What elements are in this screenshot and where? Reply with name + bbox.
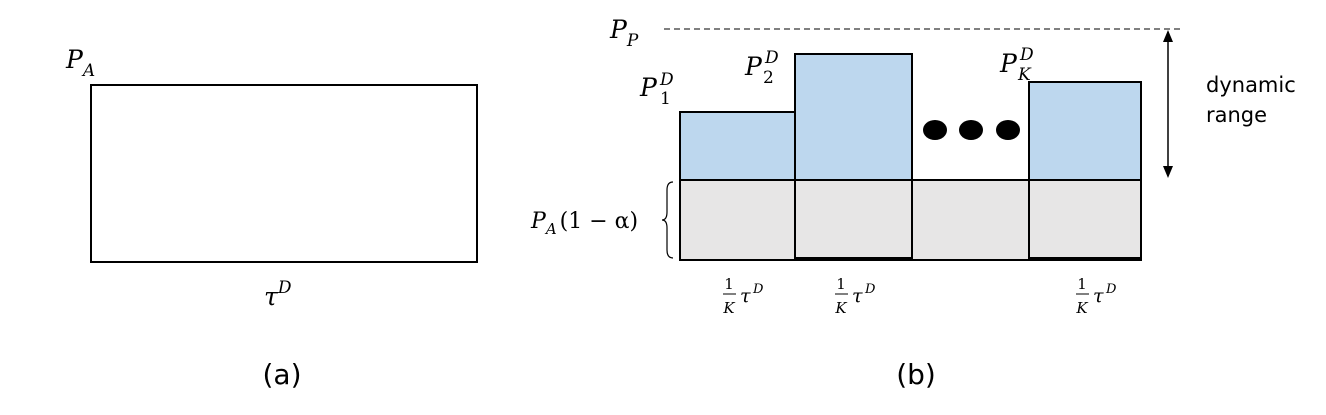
block-label-1: P D 1 bbox=[639, 70, 674, 109]
svg-text:P: P bbox=[744, 52, 763, 81]
dynamic-range-label-line2: range bbox=[1206, 103, 1267, 127]
panel-b-caption: (b) bbox=[896, 358, 936, 391]
dynamic-block-1 bbox=[679, 111, 796, 181]
svg-text:D: D bbox=[764, 48, 779, 68]
ellipsis-dot bbox=[923, 120, 947, 140]
panel-b: PP P D 1 P D 2 P D K bbox=[530, 15, 1296, 391]
interval-label-k: 1 K τ D bbox=[1075, 275, 1117, 317]
svg-text:K: K bbox=[834, 299, 847, 317]
dynamic-block-2 bbox=[794, 53, 913, 181]
svg-text:1: 1 bbox=[724, 275, 734, 293]
baseline-brace bbox=[661, 181, 674, 259]
svg-text:P: P bbox=[639, 73, 658, 102]
svg-text:τ: τ bbox=[852, 285, 863, 307]
panel-a: PA τD (a) bbox=[65, 45, 478, 391]
ellipsis-dot bbox=[996, 120, 1020, 140]
svg-text:τ: τ bbox=[740, 285, 751, 307]
svg-text:D: D bbox=[752, 282, 764, 297]
ellipsis-dots bbox=[923, 120, 1020, 140]
panel-a-power-box bbox=[90, 84, 478, 263]
svg-text:D: D bbox=[864, 282, 876, 297]
block-label-2: P D 2 bbox=[744, 48, 779, 88]
svg-text:2: 2 bbox=[763, 68, 774, 88]
interval-label-1: 1 K τ D bbox=[722, 275, 764, 317]
panel-a-top-label: PA bbox=[65, 45, 95, 81]
baseline-power-label: PA(1 − α) bbox=[530, 209, 638, 238]
panel-a-duration-label: τD bbox=[264, 278, 292, 311]
svg-text:τ: τ bbox=[1093, 285, 1104, 307]
svg-text:K: K bbox=[722, 299, 735, 317]
peak-power-label: PP bbox=[609, 15, 639, 51]
svg-text:D: D bbox=[1105, 282, 1117, 297]
interval-label-2: 1 K τ D bbox=[834, 275, 876, 317]
svg-text:K: K bbox=[1017, 65, 1032, 85]
block-label-k: P D K bbox=[999, 45, 1034, 85]
ellipsis-dot bbox=[959, 120, 983, 140]
dynamic-range-arrow bbox=[1163, 30, 1173, 178]
svg-text:D: D bbox=[659, 70, 674, 90]
svg-text:1: 1 bbox=[1077, 275, 1087, 293]
svg-text:K: K bbox=[1075, 299, 1088, 317]
baseline-power-band bbox=[679, 179, 1142, 261]
svg-text:P: P bbox=[999, 49, 1018, 78]
dynamic-range-label-line1: dynamic bbox=[1206, 73, 1296, 97]
svg-text:D: D bbox=[1019, 45, 1034, 65]
svg-text:1: 1 bbox=[836, 275, 846, 293]
svg-text:1: 1 bbox=[660, 89, 671, 109]
dynamic-block-k bbox=[1028, 81, 1142, 181]
panel-a-caption: (a) bbox=[262, 358, 301, 391]
